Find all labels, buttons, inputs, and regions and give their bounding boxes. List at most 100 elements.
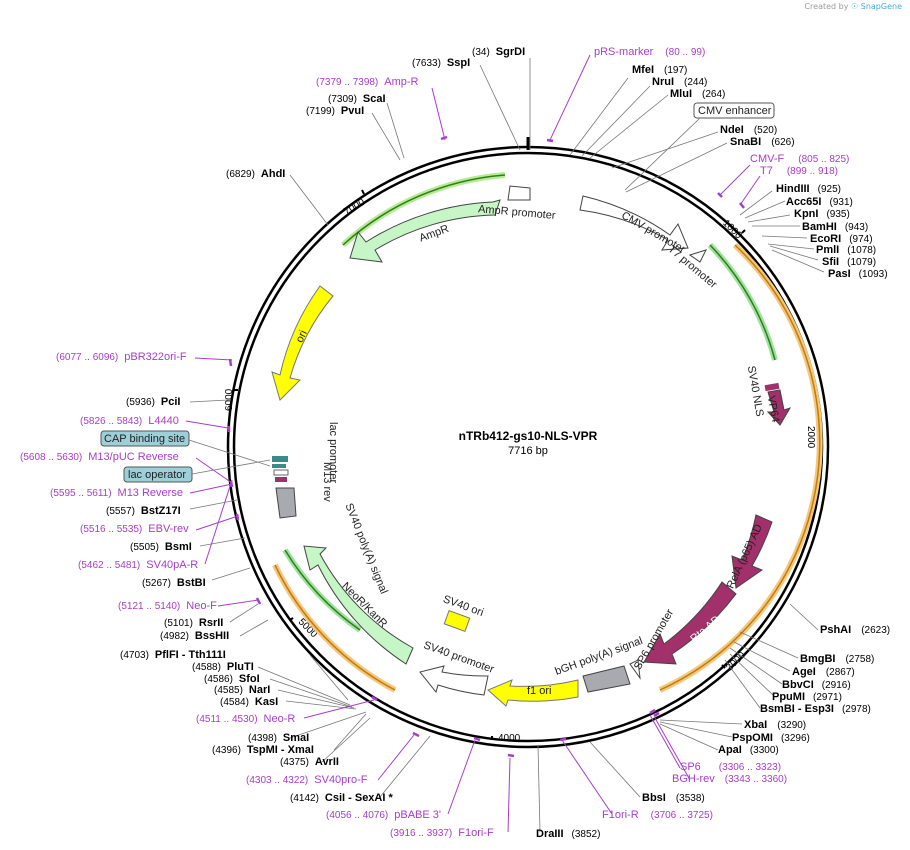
- site-pmli: PmlI(1078): [816, 244, 876, 256]
- vp64-arrow: [766, 389, 792, 426]
- site-pasi: PasI(1093): [828, 268, 888, 280]
- rta-ad-arrow: [643, 581, 737, 665]
- site-sspi: (7633)SspI: [412, 57, 470, 69]
- site-tspmi-xmai: (4396)TspMI - XmaI: [212, 744, 314, 756]
- tick-label-2000: 2000: [805, 426, 816, 449]
- site-pspomi: PspOMI(3296): [732, 732, 810, 744]
- site-kasi: (4584)KasI: [220, 696, 278, 708]
- boxed-feature-cmv-enhancer: CMV enhancer: [624, 102, 775, 191]
- site-apai: ApaI(3300): [718, 744, 779, 756]
- site-rsrii: (5101)RsrII: [164, 617, 223, 629]
- primer-neo-r: (4511 .. 4530)Neo-R: [196, 713, 295, 725]
- site-scai: (7309)ScaI: [328, 93, 386, 105]
- primer-m13-reverse: (5595 .. 5611)M13 Reverse: [50, 487, 183, 499]
- credit-brand: SnapGene: [860, 2, 902, 11]
- site-pflfi-tth111i: (4703)PflFI - Tth111I: [120, 649, 226, 661]
- credit-prefix: Created by: [804, 2, 849, 11]
- bgh-polya-box: [582, 665, 631, 693]
- site-bstbi: (5267)BstBI: [142, 577, 206, 589]
- site-bbsi: BbsI(3538): [642, 792, 705, 804]
- primer-l4440: (5826 .. 5843)L4440: [80, 415, 179, 427]
- site-nrui: NruI(244): [652, 76, 707, 88]
- site-ahdi: (6829)AhdI: [226, 168, 285, 180]
- tick-6000: 6000: [224, 388, 238, 411]
- primer-cmv-f: CMV-F(805 .. 825): [750, 153, 849, 165]
- orf-neo-orange-core: [274, 564, 396, 691]
- site-pvui: (7199)PvuI: [306, 105, 364, 117]
- site-sgrdi: (34)SgrDI: [472, 46, 525, 58]
- site-sfoi: (4586)SfoI: [204, 673, 260, 685]
- site-mfei: MfeI(197): [632, 64, 687, 76]
- primer-t7: T7(899 .. 918): [760, 165, 838, 177]
- boxed-feature-cap: CAP binding site: [100, 430, 271, 467]
- sv40-nls-box: [764, 382, 780, 392]
- cap-binding-label: CAP binding site: [104, 433, 185, 445]
- ori-label: ori: [294, 328, 310, 344]
- site-pluti: (4588)PluTI: [192, 661, 254, 673]
- neor-kanr-arrow: [303, 545, 414, 665]
- site-ppumi: PpuMI(2971): [772, 691, 842, 703]
- primer-bgh-rev: BGH-rev(3343 .. 3360): [672, 773, 787, 785]
- credit: Created by ☉ SnapGene: [804, 2, 902, 11]
- site-mlui: MluI(264): [670, 88, 725, 100]
- primer-neo-f: (5121 .. 5140)Neo-F: [118, 600, 217, 612]
- primer-labels: pRS-marker(80 .. 99) (7379 .. 7398)Amp-R…: [20, 46, 849, 839]
- primer-sv40pa-r: (5462 .. 5481)SV40pA-R: [78, 559, 198, 571]
- bgh-polya-label: bGH poly(A) signal: [553, 635, 644, 678]
- site-ndei: NdeI(520): [720, 124, 777, 136]
- tick-label-6000: 6000: [224, 388, 235, 411]
- tick-7000: 7000: [342, 189, 367, 218]
- sv40-polya-box: [275, 487, 297, 519]
- primer-ebv-rev: (5516 .. 5535)EBV-rev: [80, 523, 189, 535]
- ampr-arrow: [349, 199, 501, 263]
- sp6-promoter-arrow: [629, 659, 641, 680]
- lac-promoter-box: [273, 469, 289, 476]
- sv40-nls-label: SV40 NLS: [745, 365, 766, 418]
- primer-leaders: [185, 54, 761, 833]
- site-bsshii: (4982)BssHII: [160, 630, 229, 642]
- primer-pbr322ori-f: (6077 .. 6096)pBR322ori-F: [56, 351, 187, 363]
- primer-amp-r: (7379 .. 7398)Amp-R: [316, 76, 419, 88]
- orf-green-right-core: [709, 244, 776, 361]
- primer-m13-puc-reverse: (5608 .. 5630)M13/pUC Reverse: [20, 451, 179, 463]
- tick-1000: 1000: [720, 218, 746, 242]
- site-bsmbi-esp3i: BsmBI - Esp3I(2978): [760, 703, 871, 715]
- lac-promoter-label: lac promoter: [327, 422, 339, 483]
- site-avrii: (4375)AvrII: [280, 756, 339, 768]
- site-bmgbi: BmgBI(2758): [800, 653, 874, 665]
- site-bamhi: BamHI(943): [802, 221, 868, 233]
- primer-prs-marker: pRS-marker(80 .. 99): [594, 46, 705, 58]
- sv40-promoter-arrow: [419, 665, 489, 696]
- site-pcii: (5936)PciI: [126, 396, 180, 408]
- site-labels: (34)SgrDI (7633)SspI MfeI(197) NruI(244)…: [106, 46, 890, 840]
- site-draiii: DraIII(3852): [536, 828, 600, 840]
- site-kpni: KpnI(935): [794, 208, 850, 220]
- site-nari: (4585)NarI: [214, 684, 270, 696]
- site-sfii: SfiI(1079): [822, 256, 876, 268]
- primer-pbabe-3: (4056 .. 4076)pBABE 3': [326, 809, 441, 821]
- site-smai: (4398)SmaI: [248, 732, 309, 744]
- site-leaders: [189, 58, 825, 833]
- tick-label-1000: 1000: [720, 218, 744, 242]
- site-pshai: PshAI(2623): [820, 624, 890, 636]
- cmv-enhancer-label: CMV enhancer: [698, 105, 772, 117]
- plasmid-length: 7716 bp: [508, 445, 548, 457]
- lac-operator-box: [272, 456, 288, 462]
- plasmid-name: nTRb412-gs10-NLS-VPR: [459, 429, 598, 443]
- f1-ori-arrow: [487, 679, 579, 707]
- cap-binding-box: [272, 464, 286, 468]
- sv40-ori-box: [443, 610, 471, 632]
- ampr-promoter-arrow: [507, 185, 531, 201]
- primer-marks: [227, 135, 745, 758]
- tick-label-7000: 7000: [342, 197, 367, 218]
- site-ecori: EcoRI(974): [810, 233, 873, 245]
- site-xbai: XbaI(3290): [744, 719, 806, 731]
- tick-label-4000: 4000: [498, 733, 521, 744]
- t7-promoter-arrow: [688, 249, 707, 263]
- site-hindiii: HindIII(925): [776, 183, 841, 195]
- tick-4000: 4000: [491, 733, 521, 744]
- orf-vpr-arc-core: [659, 244, 821, 691]
- snapgene-logo: ☉ SnapGene: [851, 2, 902, 11]
- primer-sp6: SP6(3306 .. 3323): [680, 761, 781, 773]
- orf-neo-arc-core: [284, 549, 361, 631]
